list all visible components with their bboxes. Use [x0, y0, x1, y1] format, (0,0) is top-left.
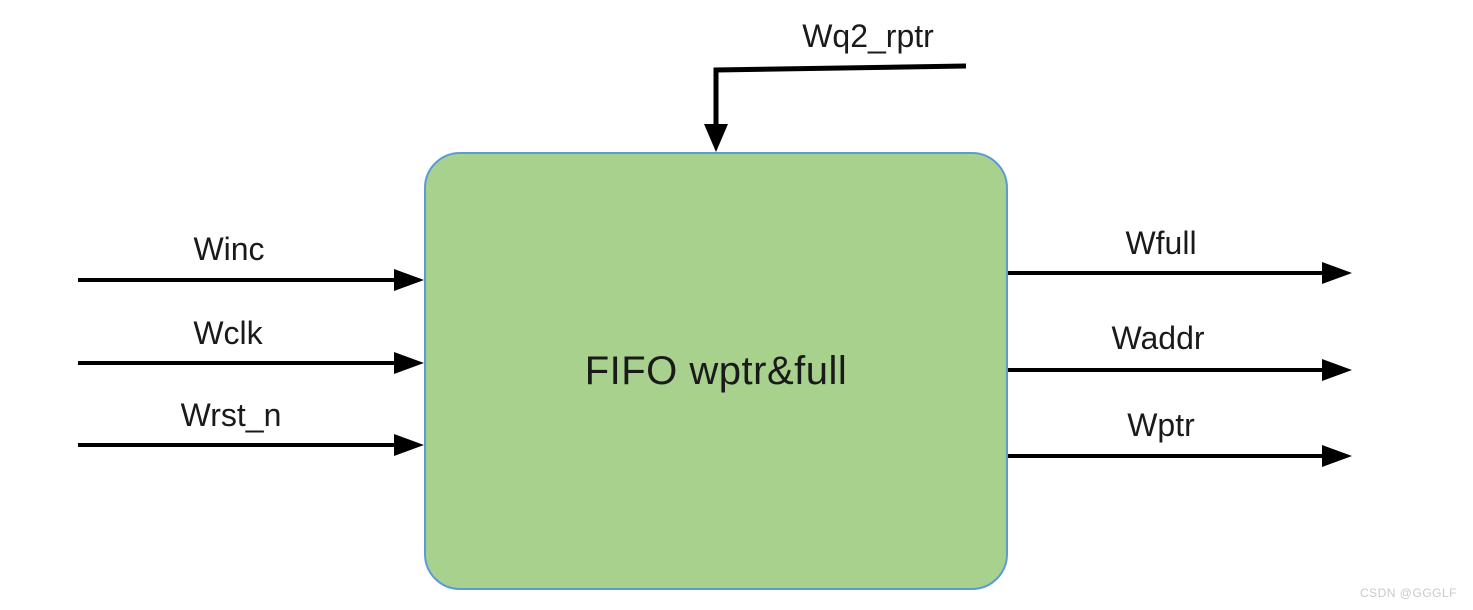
- block-title: FIFO wptr&full: [584, 348, 848, 393]
- port-label-wptr: Wptr: [1127, 407, 1195, 443]
- port-label-waddr: Waddr: [1111, 320, 1205, 356]
- port-label-wrst-n: Wrst_n: [180, 397, 282, 433]
- wrst-n-arrow: [78, 434, 424, 456]
- wptr-arrow: [1008, 445, 1352, 467]
- port-label-wclk: Wclk: [193, 315, 263, 351]
- wq2-rptr-arrow: [704, 63, 967, 152]
- port-label-wfull: Wfull: [1125, 225, 1197, 261]
- port-label-wq2-rptr: Wq2_rptr: [802, 18, 934, 54]
- fifo-wptr-full-block: FIFO wptr&full: [424, 152, 1008, 590]
- csdn-watermark: CSDN @GGGLF: [1359, 586, 1457, 600]
- wfull-arrow: [1008, 262, 1352, 284]
- wclk-arrow: [78, 352, 424, 374]
- waddr-arrow: [1008, 359, 1352, 381]
- port-label-winc: Winc: [193, 231, 265, 267]
- winc-arrow: [78, 269, 424, 291]
